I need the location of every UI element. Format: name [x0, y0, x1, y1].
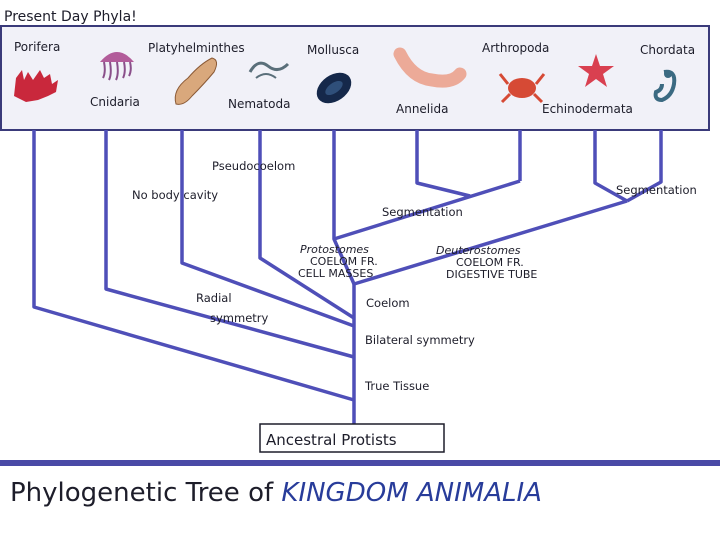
present-day-phyla-header: Present Day Phyla!: [4, 9, 137, 25]
starfish-icon: [578, 54, 614, 87]
segmentation-protostome-label: Segmentation: [382, 205, 463, 219]
bilateral-symmetry-label: Bilateral symmetry: [365, 333, 475, 347]
tree-branches: [32, 130, 663, 424]
nematoda-branch: [258, 130, 355, 320]
deuterostomes-label: Deuterostomes: [436, 244, 521, 257]
phylum-label-arthropoda: Arthropoda: [482, 41, 549, 55]
earthworm-icon: [393, 47, 467, 88]
flatworm-icon: [174, 57, 218, 105]
protostomes-coelom-label: COELOM FR.: [310, 255, 378, 268]
sponge-icon: [14, 70, 58, 102]
crab-icon: [498, 73, 546, 104]
echinodermata-branch: [593, 130, 628, 203]
jellyfish-icon: [100, 52, 134, 81]
phylum-label-echinodermata: Echinodermata: [542, 102, 633, 116]
true-tissue-label: True Tissue: [364, 379, 429, 393]
radial-label: Radial: [196, 291, 232, 305]
phylum-label-porifera: Porifera: [14, 40, 60, 54]
symmetry-label: symmetry: [210, 311, 269, 325]
protostome-branch: [333, 179, 521, 241]
roundworm-icon: [248, 61, 290, 79]
diagram-title: Phylogenetic Tree of KINGDOM ANIMALIA: [10, 478, 542, 508]
deuterostomes-coelom-label: COELOM FR.: [456, 256, 524, 269]
phylum-label-annelida: Annelida: [396, 102, 448, 116]
phylum-label-mollusca: Mollusca: [307, 43, 359, 57]
platyhelminthes-branch: [180, 130, 355, 328]
no-body-cavity-label: No body cavity: [132, 188, 218, 202]
mussel-icon: [316, 72, 352, 104]
annelida-branch: [415, 130, 471, 198]
phylum-label-nematoda: Nematoda: [228, 97, 290, 111]
segmentation-deuterostome-label: Segmentation: [616, 183, 697, 197]
seahorse-icon: [653, 69, 677, 103]
protostomes-cell-masses-label: CELL MASSES: [298, 267, 373, 280]
chordata-branch: [626, 130, 663, 203]
protostomes-label: Protostomes: [300, 243, 369, 256]
phylum-label-chordata: Chordata: [640, 43, 695, 57]
cnidaria-branch: [104, 130, 355, 359]
pseudocoelom-label: Pseudocoelom: [212, 159, 295, 173]
phylum-label-cnidaria: Cnidaria: [90, 95, 140, 109]
porifera-branch: [32, 130, 355, 402]
phylum-label-platyhelminthes: Platyhelminthes: [148, 41, 245, 55]
ancestral-protists-label: Ancestral Protists: [266, 431, 397, 449]
deuterostome-branch: [353, 199, 628, 286]
ancestral-protists-box: [259, 423, 445, 453]
coelom-label: Coelom: [366, 296, 410, 310]
title-emphasis: KINGDOM ANIMALIA: [281, 478, 542, 508]
title-divider: [0, 460, 720, 466]
deuterostomes-digestive-tube-label: DIGESTIVE TUBE: [446, 268, 537, 281]
title-prefix: Phylogenetic Tree of: [10, 478, 281, 508]
